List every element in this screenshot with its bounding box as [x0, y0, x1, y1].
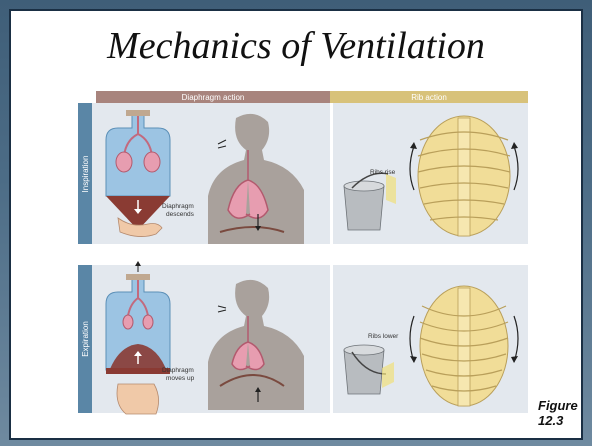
label-expiration: Expiration — [81, 321, 90, 357]
label-diaphragm-moves-up-2: moves up — [166, 375, 195, 382]
label-diaphragm-descends-2: descends — [166, 211, 195, 218]
figure-label-line2: 12.3 — [538, 413, 578, 428]
figure-label-line1: Figure — [538, 398, 578, 413]
header-diaphragm-action: Diaphragm action — [182, 93, 245, 102]
header-rib-action: Rib action — [411, 93, 447, 102]
figure-label: Figure 12.3 — [538, 398, 578, 428]
label-ribs-lower: Ribs lower — [368, 333, 399, 340]
label-diaphragm-moves-up-1: Diaphragm — [162, 367, 194, 374]
label-ribs-rise: Ribs rise — [370, 169, 396, 176]
label-inspiration: Inspiration — [81, 156, 90, 193]
label-diaphragm-descends-1: Diaphragm — [162, 203, 194, 210]
